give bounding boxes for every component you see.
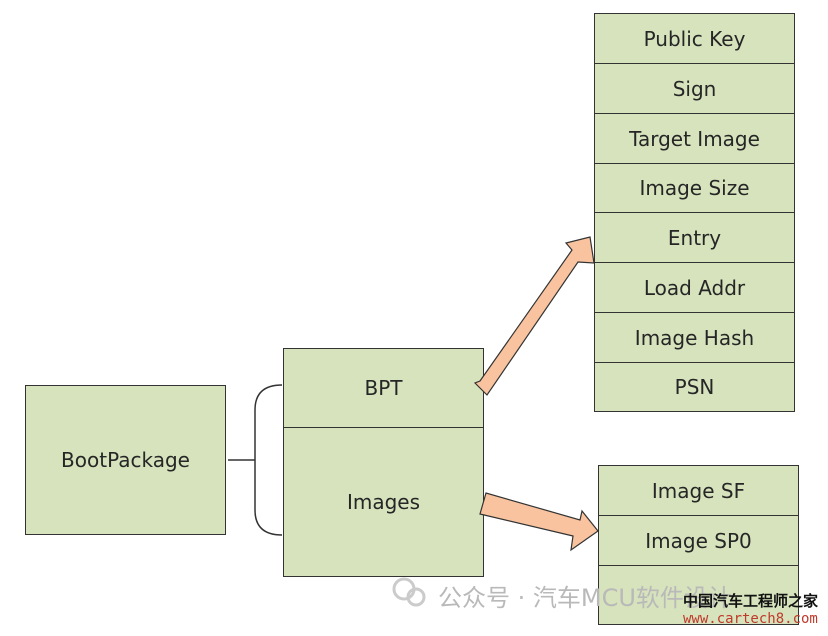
arrow-to-bpt-fields (473, 236, 595, 396)
bpt-fields-table: Public Key Sign Target Image Image Size … (594, 13, 795, 412)
bpt-field-image-size: Image Size (595, 164, 794, 213)
bpt-field-entry: Entry (595, 213, 794, 263)
bpt-field-public-key: Public Key (595, 14, 794, 64)
arrow-to-image-list (479, 492, 599, 552)
field-label: Image Hash (634, 325, 755, 350)
bpt-label: BPT (364, 376, 403, 400)
image-item-sp0: Image SP0 (599, 516, 798, 566)
watermark-brand: 中国汽车工程师之家 (683, 592, 819, 610)
wechat-icon (392, 577, 426, 607)
watermark-url: www.cartech8.com (683, 611, 818, 627)
bpt-section: BPT (284, 349, 483, 428)
boot-package-box: BootPackage (25, 385, 226, 535)
bpt-field-target-image: Target Image (595, 114, 794, 164)
field-label: Target Image (629, 126, 760, 151)
image-item-sf: Image SF (599, 466, 798, 516)
bpt-field-image-hash: Image Hash (595, 313, 794, 363)
boot-package-label: BootPackage (61, 448, 190, 472)
field-label: Load Addr (643, 275, 746, 300)
field-label: Sign (672, 76, 717, 101)
image-item-empty (599, 566, 798, 624)
bpt-field-load-addr: Load Addr (595, 263, 794, 313)
image-list-table: Image SF Image SP0 (598, 465, 799, 625)
field-label: PSN (674, 375, 715, 399)
brace-icon (254, 384, 283, 536)
image-item-label: Image SF (651, 478, 746, 503)
bpt-field-sign: Sign (595, 64, 794, 114)
field-label: Image Size (639, 176, 750, 200)
bpt-field-psn: PSN (595, 363, 794, 411)
boot-package-contents: BPT Images (283, 348, 484, 577)
watermark-account: 公众号 · 汽车MCU软件设计 (438, 584, 732, 612)
field-label: Public Key (643, 26, 746, 51)
field-label: Entry (667, 225, 722, 250)
images-label: Images (346, 490, 421, 514)
images-section: Images (284, 428, 483, 576)
image-item-label: Image SP0 (645, 528, 752, 553)
